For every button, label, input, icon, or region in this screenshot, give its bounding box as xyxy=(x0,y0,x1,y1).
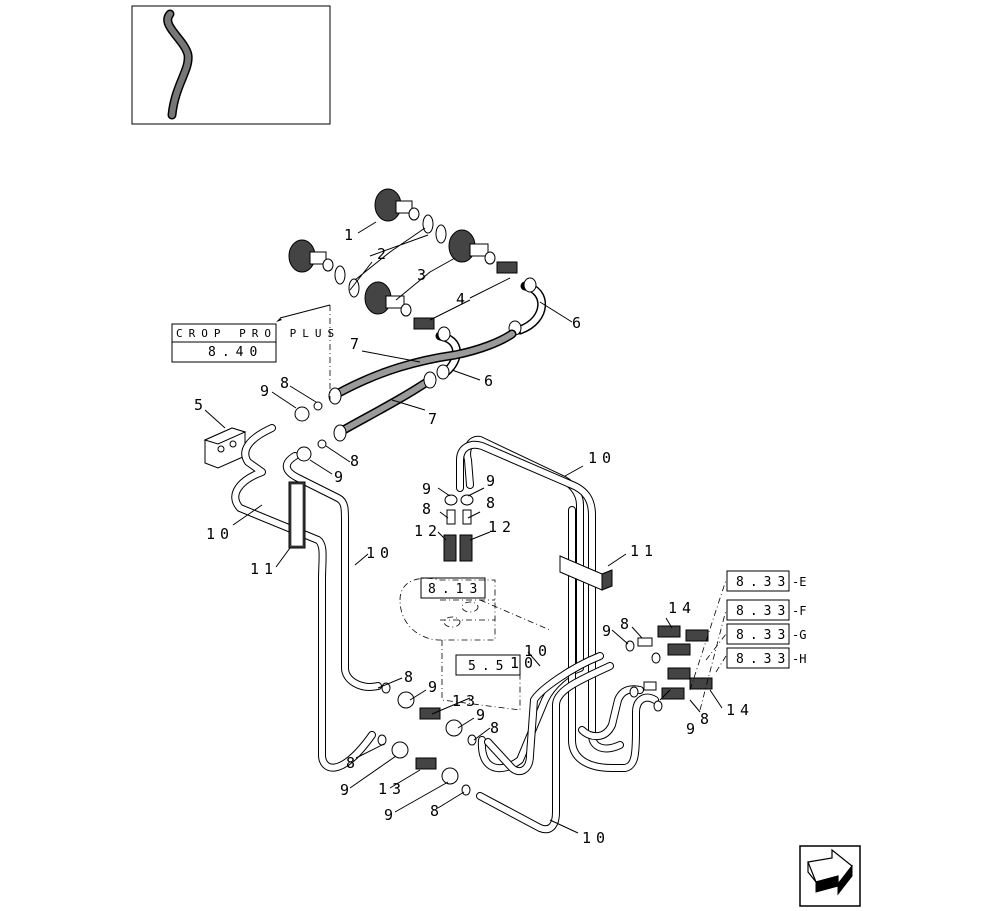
ref-8-33-f-label: 8.33 xyxy=(736,604,791,619)
callout-9i: 9 xyxy=(340,781,354,799)
callout-7b: 7 xyxy=(428,410,442,428)
callout-9c: 9 xyxy=(422,480,436,498)
ref-suffix-f: -F xyxy=(792,604,806,618)
callout-12a: 12 xyxy=(414,522,442,540)
callout-10c: 10 xyxy=(366,544,394,562)
callout-12b: 12 xyxy=(488,518,516,536)
callout-8i: 8 xyxy=(346,754,360,772)
callout-10f: 10 xyxy=(582,829,610,847)
callout-9g: 9 xyxy=(428,678,442,696)
crop-pro-plus-ref: 8.40 xyxy=(208,345,263,360)
leader-lines xyxy=(204,221,727,834)
quick-couplers xyxy=(288,188,547,380)
callout-14a: 14 xyxy=(668,599,696,617)
callout-8j: 8 xyxy=(430,802,444,820)
callout-10a: 10 xyxy=(588,449,616,467)
callout-8g: 8 xyxy=(404,668,418,686)
callout-13a: 13 xyxy=(452,692,480,710)
callout-13b: 13 xyxy=(378,780,406,798)
callout-9h: 9 xyxy=(476,706,490,724)
callout-9a: 9 xyxy=(260,382,274,400)
thumbnail-inset xyxy=(131,5,331,125)
ref-suffix-g: -G xyxy=(792,628,806,642)
callout-6a: 6 xyxy=(572,314,586,332)
ref-5-5-label: 5.5 xyxy=(468,659,509,674)
reference-8-33-f[interactable]: 8.33 -F xyxy=(726,599,806,621)
callout-7a: 7 xyxy=(350,335,364,353)
ref-suffix-e: -E xyxy=(792,575,806,589)
fittings xyxy=(294,401,713,796)
callout-14b: 14 xyxy=(726,701,754,719)
tubes xyxy=(231,424,659,834)
reference-8-33-h[interactable]: 8.33 -H xyxy=(726,647,806,669)
callout-4: 4 xyxy=(456,290,470,308)
reference-boxes[interactable]: CROP PRO PLUS 8.40 8.13 5.5 8.33 -E 8.33… xyxy=(171,323,806,676)
callout-6b: 6 xyxy=(484,372,498,390)
ref-8-33-g-label: 8.33 xyxy=(736,628,791,643)
callout-11a: 11 xyxy=(250,560,278,578)
ref-8-33-h-label: 8.33 xyxy=(736,652,791,667)
reference-8-33-g[interactable]: 8.33 -G xyxy=(726,623,806,645)
callout-9d: 9 xyxy=(486,472,500,490)
callout-8c: 8 xyxy=(422,500,436,518)
callout-8b: 8 xyxy=(350,452,364,470)
mounting-bracket xyxy=(203,427,247,469)
valve-body-outline xyxy=(329,305,551,711)
crop-pro-plus-label: CROP PRO PLUS xyxy=(176,327,340,340)
callout-1: 1 xyxy=(344,226,358,244)
reference-8-33-e[interactable]: 8.33 -E xyxy=(726,570,806,592)
ref-8-13-label: 8.13 xyxy=(428,582,483,597)
next-page-arrow-icon[interactable] xyxy=(799,845,861,907)
hoses xyxy=(328,329,517,442)
callout-numbers: 1 2 3 4 5 6 6 7 7 8 8 8 8 8 8 8 8 8 8 9 … xyxy=(194,226,754,847)
callout-9b: 9 xyxy=(334,468,348,486)
callout-10e: 10 xyxy=(510,654,538,672)
callout-10d: 10 xyxy=(524,642,552,660)
reference-5-5[interactable]: 5.5 xyxy=(455,654,521,676)
reference-8-13[interactable]: 8.13 xyxy=(420,577,486,599)
ref-8-33-e-label: 8.33 xyxy=(736,575,791,590)
ref-suffix-h: -H xyxy=(792,652,806,666)
callout-8f: 8 xyxy=(700,710,714,728)
callout-8e: 8 xyxy=(620,615,634,633)
callout-8h: 8 xyxy=(490,719,504,737)
callout-5: 5 xyxy=(194,396,208,414)
crop-pro-plus-reference[interactable]: CROP PRO PLUS 8.40 xyxy=(171,323,340,363)
callout-9e: 9 xyxy=(602,622,616,640)
callout-3: 3 xyxy=(417,266,431,284)
callout-8a: 8 xyxy=(280,374,294,392)
callout-2: 2 xyxy=(377,245,391,263)
callout-11b: 11 xyxy=(630,542,658,560)
callout-9j: 9 xyxy=(384,806,398,824)
callout-9f: 9 xyxy=(686,720,700,738)
callout-10b: 10 xyxy=(206,525,234,543)
callout-8d: 8 xyxy=(486,494,500,512)
